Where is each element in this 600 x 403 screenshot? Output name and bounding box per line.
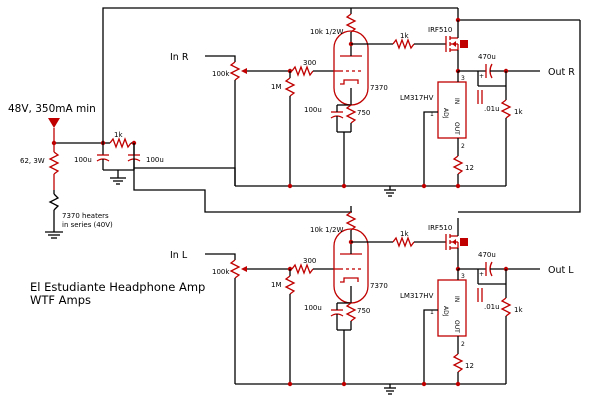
pin-2: 2 <box>461 143 465 150</box>
plate-res-label: 10k 1/2W <box>310 28 343 36</box>
out-cap-label: 470u <box>478 251 496 259</box>
pin-3: 3 <box>461 273 465 280</box>
heater-note-1: 7370 heaters <box>62 212 109 220</box>
tube-label: 7370 <box>370 84 388 92</box>
pot-label: 100k <box>212 70 230 78</box>
channel-left: In L 100k 1M 300 <box>170 206 574 395</box>
cap2-label: 100u <box>146 156 164 164</box>
gate-res-label: 1k <box>400 230 409 238</box>
grid-res-label: 300 <box>303 59 316 67</box>
pin-3: 3 <box>461 75 465 82</box>
regulator-label: LM317HV <box>400 292 434 300</box>
pot-label: 100k <box>212 268 230 276</box>
page-title: El Estudiante Headphone Amp <box>30 280 205 294</box>
regulator-body <box>437 81 467 139</box>
supply-resistor-label: 62, 3W <box>20 157 45 165</box>
gate-res-label: 1k <box>400 32 409 40</box>
pin-in: IN <box>453 98 460 104</box>
supply-label: 48V, 350mA min <box>8 103 96 115</box>
regulator-label: LM317HV <box>400 94 434 102</box>
film-cap-label: .01u <box>484 303 500 311</box>
mosfet-icon <box>445 36 468 52</box>
pin-1: 1 <box>430 309 434 316</box>
cath-res-label: 750 <box>357 109 370 117</box>
pin-out: OUT <box>453 122 460 135</box>
filter-resistor-label: 1k <box>114 131 123 139</box>
tube-label: 7370 <box>370 282 388 290</box>
plate-res-label: 10k 1/2W <box>310 226 343 234</box>
film-cap-label: .01u <box>484 105 500 113</box>
output-label: Out R <box>548 67 575 78</box>
grid-leak-label: 1M <box>271 83 282 91</box>
amplifier-channel: In R 100k 1M 300 <box>170 8 575 197</box>
reg-res-label: 12 <box>465 164 474 172</box>
regulator-body <box>437 279 467 337</box>
mosfet-label: IRF510 <box>428 26 452 34</box>
page-subtitle: WTF Amps <box>30 293 91 307</box>
mosfet-icon <box>445 234 468 250</box>
cath-cap-label: 100u <box>304 304 322 312</box>
amplifier-channel: In L 100k 1M 300 <box>170 206 574 395</box>
pin-in: IN <box>453 296 460 302</box>
cath-cap-label: 100u <box>304 106 322 114</box>
heater-note-2: in series (40V) <box>62 221 113 229</box>
grid-res-label: 300 <box>303 257 316 265</box>
pin-1: 1 <box>430 111 434 118</box>
mosfet-label: IRF510 <box>428 224 452 232</box>
cap1-label: 100u <box>74 156 92 164</box>
channels: In R 100k 1M 300 <box>170 8 575 395</box>
svg-text:+: + <box>479 271 484 278</box>
power-supply: 48V, 350mA min 62, 3W 7370 heaters in se… <box>8 7 581 307</box>
out-cap-label: 470u <box>478 53 496 61</box>
load-res-label: 1k <box>514 306 523 314</box>
supply-arrow-icon <box>48 118 60 128</box>
pin-2: 2 <box>461 341 465 348</box>
channel-right: In R 100k 1M 300 <box>170 8 575 197</box>
grid-leak-label: 1M <box>271 281 282 289</box>
ground-icon <box>45 231 63 239</box>
svg-text:+: + <box>479 73 484 80</box>
input-label: In L <box>170 250 188 261</box>
tube-icon <box>333 30 369 106</box>
reg-res-label: 12 <box>465 362 474 370</box>
pin-adj: ADJ <box>442 108 449 119</box>
input-label: In R <box>170 52 189 63</box>
pin-adj: ADJ <box>442 306 449 317</box>
load-res-label: 1k <box>514 108 523 116</box>
output-label: Out L <box>548 265 574 276</box>
pin-out: OUT <box>453 320 460 333</box>
cath-res-label: 750 <box>357 307 370 315</box>
